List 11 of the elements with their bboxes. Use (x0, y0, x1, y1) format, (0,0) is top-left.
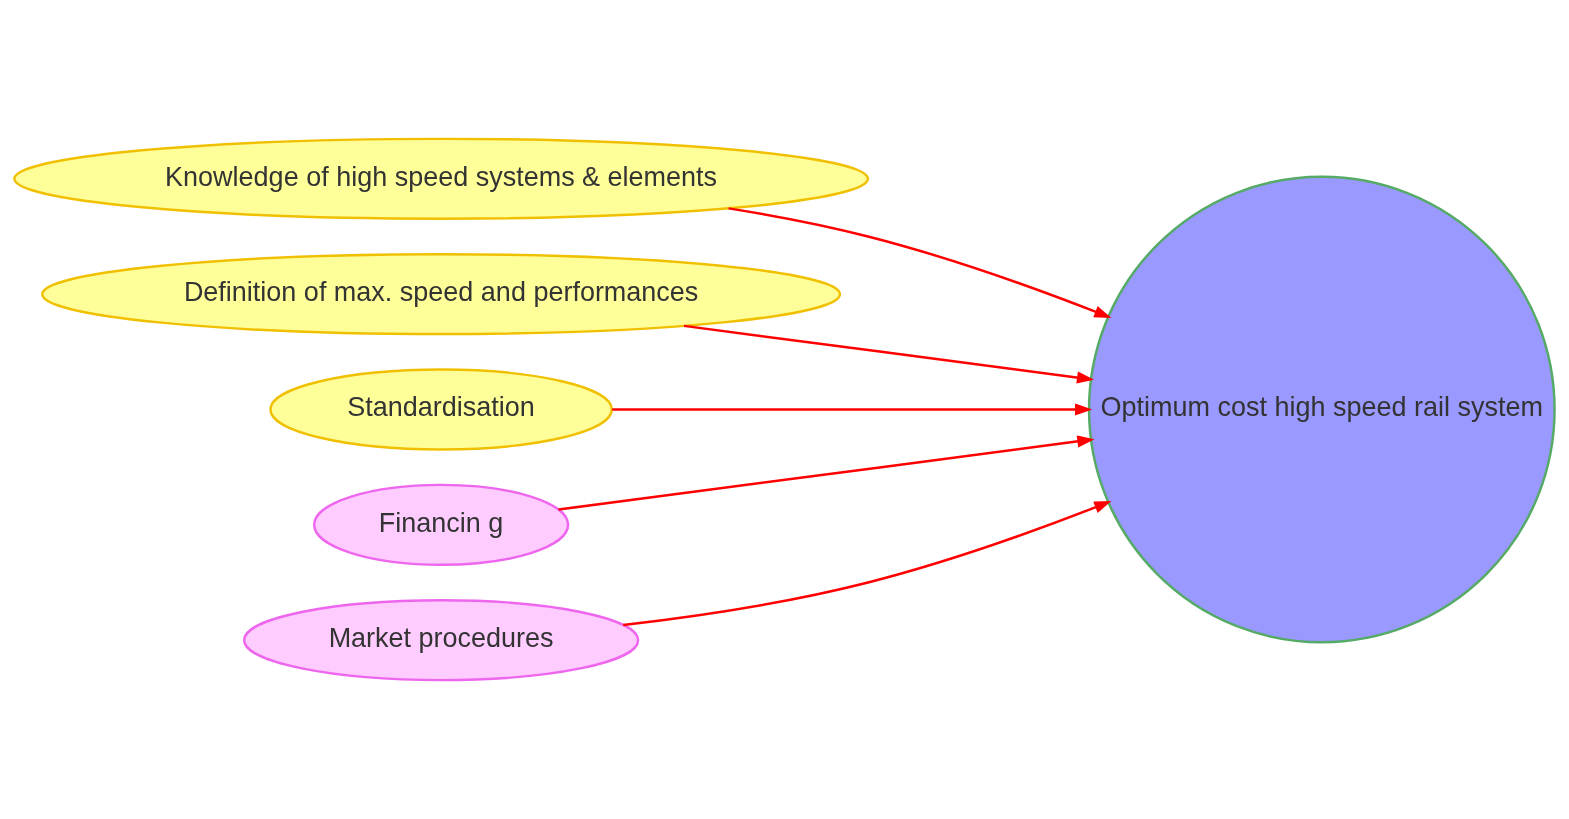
node-ellipse: Market procedures (242, 599, 640, 682)
arrow (623, 500, 1112, 627)
node-ellipse: Standardisation (269, 368, 614, 451)
arrow (612, 403, 1093, 416)
node-circle: Optimum cost high speed rail system (1087, 175, 1556, 644)
node-ellipse: Knowledge of high speed systems & elements (13, 137, 870, 220)
node-ellipse: Definition of max. speed and performances (41, 253, 842, 336)
node-ellipse: Financin g (312, 483, 570, 566)
arrow (683, 324, 1095, 384)
arrow (558, 435, 1095, 511)
arrow (728, 207, 1112, 318)
